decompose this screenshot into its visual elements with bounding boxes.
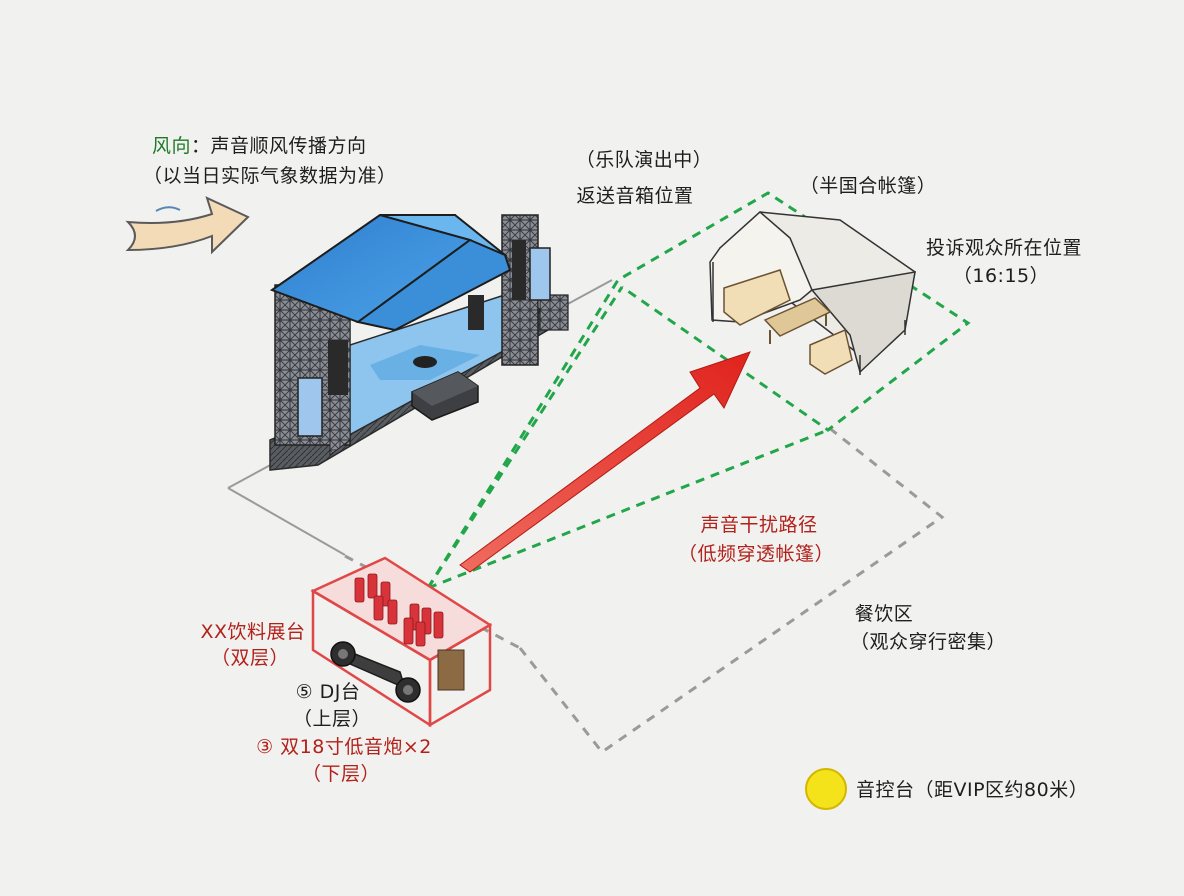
console-marker-icon [806, 769, 846, 809]
interference-label-line2: （低频穿透帐篷） [668, 542, 844, 566]
dining-label-line1: 餐饮区 [844, 602, 924, 626]
booth-label-line2: （双层） [205, 646, 295, 670]
interference-label-line1: 声音干扰路径 [684, 513, 834, 537]
dj-label-line1: ⑤ DJ台 [278, 680, 378, 704]
complaint-label-line2: （16:15） [946, 264, 1056, 288]
wind-label: 风向：声音顺风传播方向 [152, 134, 367, 158]
tent-illustration [710, 212, 915, 375]
monitor-label-line1: （乐队演出中） [574, 148, 714, 172]
wind-note: （以当日实际气象数据为准） [143, 164, 397, 188]
tent-label: （半国合帐篷） [788, 174, 948, 198]
dining-label-line2: （观众穿行密集） [840, 630, 1016, 654]
subwoofer-label-line1: ③ 双18寸低音炮×2 [244, 735, 444, 759]
dj-label-line2: （上层） [287, 707, 377, 731]
booth-label-line1: XX饮料展台 [198, 620, 308, 644]
interference-arrow-icon [460, 352, 750, 572]
legend-console-label: 音控台（距VIP区约80米） [856, 778, 1088, 802]
monitor-label-line2: 返送音箱位置 [560, 184, 710, 208]
wind-label-text: ：声音顺风传播方向 [191, 135, 367, 157]
wind-arrow-icon [128, 198, 248, 252]
complaint-label-line1: 投诉观众所在位置 [908, 236, 1100, 260]
subwoofer-label-line2: （下层） [296, 762, 386, 786]
wind-label-prefix: 风向 [152, 135, 191, 157]
